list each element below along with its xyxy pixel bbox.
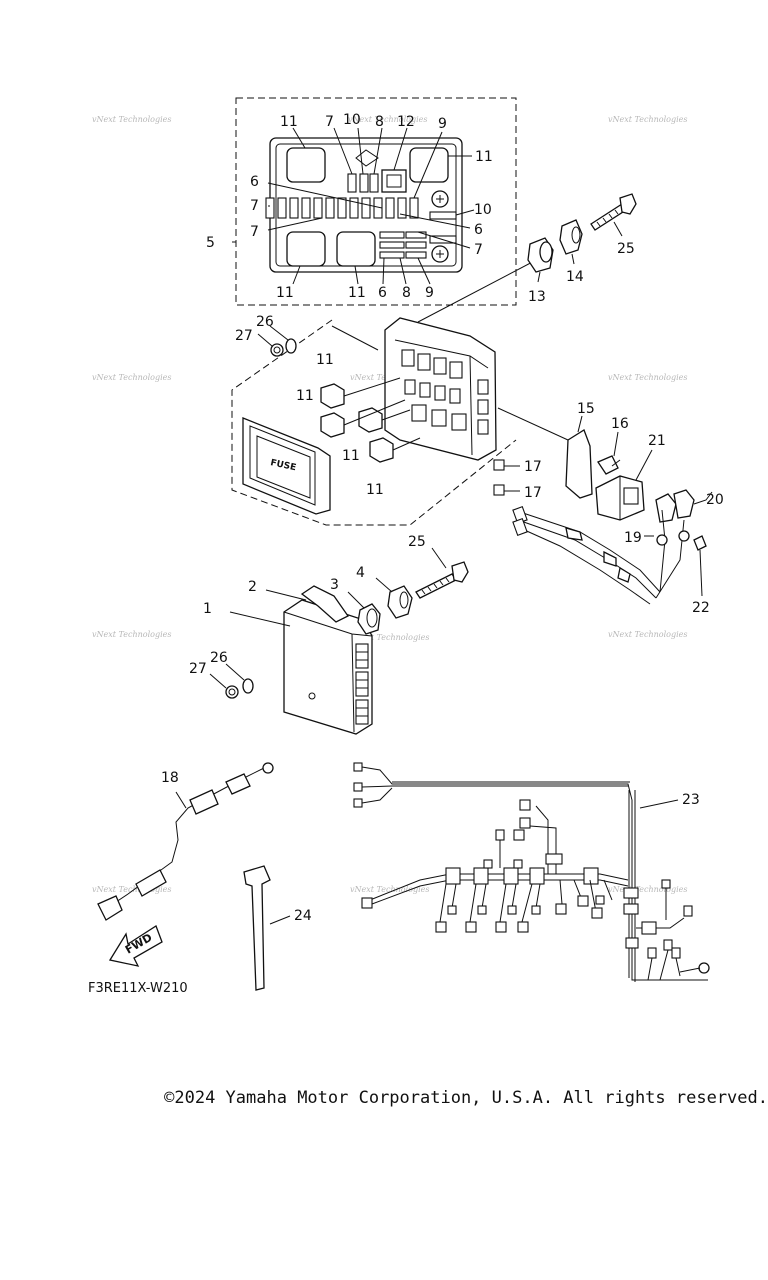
callout-label: 11	[366, 482, 384, 498]
watermark: vNext Technologies	[348, 115, 427, 124]
callout-label: 18	[161, 770, 179, 786]
callouts: 11 7 10 8 12 9 11 6 7 10 7 6 5 7 11 11 6…	[88, 112, 724, 996]
copyright-notice: ©2024 Yamaha Motor Corporation, U.S.A. A…	[164, 1088, 768, 1108]
callout-label: 19	[624, 530, 642, 546]
callout-label: 24	[294, 908, 312, 924]
callout-label: 9	[425, 285, 434, 301]
callout-label: 7	[474, 242, 483, 258]
callout-label: 27	[235, 328, 253, 344]
watermarks: vNext Technologies vNext Technologies vN…	[92, 115, 687, 894]
sensor-cable	[97, 762, 274, 921]
callout-label: 17	[524, 485, 542, 501]
callout-label: 15	[577, 401, 595, 417]
callout-label: 11	[280, 114, 298, 130]
mounting-hardware-top	[527, 193, 637, 283]
watermark: vNext Technologies	[92, 373, 171, 382]
ecu-group	[209, 547, 469, 735]
watermark: vNext Technologies	[608, 373, 687, 382]
wire-harness	[353, 762, 710, 982]
callout-label: 25	[617, 241, 635, 257]
callout-label: 6	[250, 174, 259, 190]
callout-label: 13	[528, 289, 546, 305]
callout-label: 7	[250, 198, 259, 214]
callout-label: 11	[276, 285, 294, 301]
callout-label: 6	[378, 285, 387, 301]
watermark: vNext Technologies	[608, 115, 687, 124]
watermark: vNext Technologies	[608, 885, 687, 894]
callout-label: 17	[524, 459, 542, 475]
callout-label: 23	[682, 792, 700, 808]
callout-label: 25	[408, 534, 426, 550]
watermark: vNext Technologies	[350, 633, 429, 642]
callout-label: 26	[210, 650, 228, 666]
callout-label: 11	[316, 352, 334, 368]
watermark: vNext Technologies	[92, 630, 171, 639]
callout-label: 10	[474, 202, 492, 218]
callout-label: 11	[296, 388, 314, 404]
callout-label: 7	[325, 114, 334, 130]
callout-label: 6	[474, 222, 483, 238]
callout-label: 26	[256, 314, 274, 330]
callout-label: 21	[648, 433, 666, 449]
callout-label: 9	[438, 116, 447, 132]
callout-label: 3	[330, 577, 339, 593]
diagram-code: F3RE11X-W210	[88, 981, 188, 996]
starter-relay-group	[497, 407, 713, 605]
callout-label: 11	[342, 448, 360, 464]
callout-label: 20	[706, 492, 724, 508]
fuse-box-detail	[232, 97, 517, 306]
callout-label: 22	[692, 600, 710, 616]
callout-label: 8	[402, 285, 411, 301]
callout-label: 10	[343, 112, 361, 128]
callout-label: 12	[397, 114, 415, 130]
fwd-arrow-icon: FWD	[108, 925, 163, 967]
callout-label: 8	[375, 114, 384, 130]
callout-label: 27	[189, 661, 207, 677]
relay-box-assembly: FUSE	[231, 257, 541, 526]
callout-label: 1	[203, 601, 212, 617]
callout-label: 5	[206, 235, 215, 251]
watermark: vNext Technologies	[350, 885, 429, 894]
watermark: vNext Technologies	[92, 885, 171, 894]
callout-label: 11	[348, 285, 366, 301]
callout-label: 11	[475, 149, 493, 165]
watermark: vNext Technologies	[92, 115, 171, 124]
watermark: vNext Technologies	[608, 630, 687, 639]
callout-label: 7	[250, 224, 259, 240]
callout-label: 4	[356, 565, 365, 581]
callout-label: 14	[566, 269, 584, 285]
cable-tie	[243, 865, 291, 991]
callout-label: 16	[611, 416, 629, 432]
callout-label: 2	[248, 579, 257, 595]
